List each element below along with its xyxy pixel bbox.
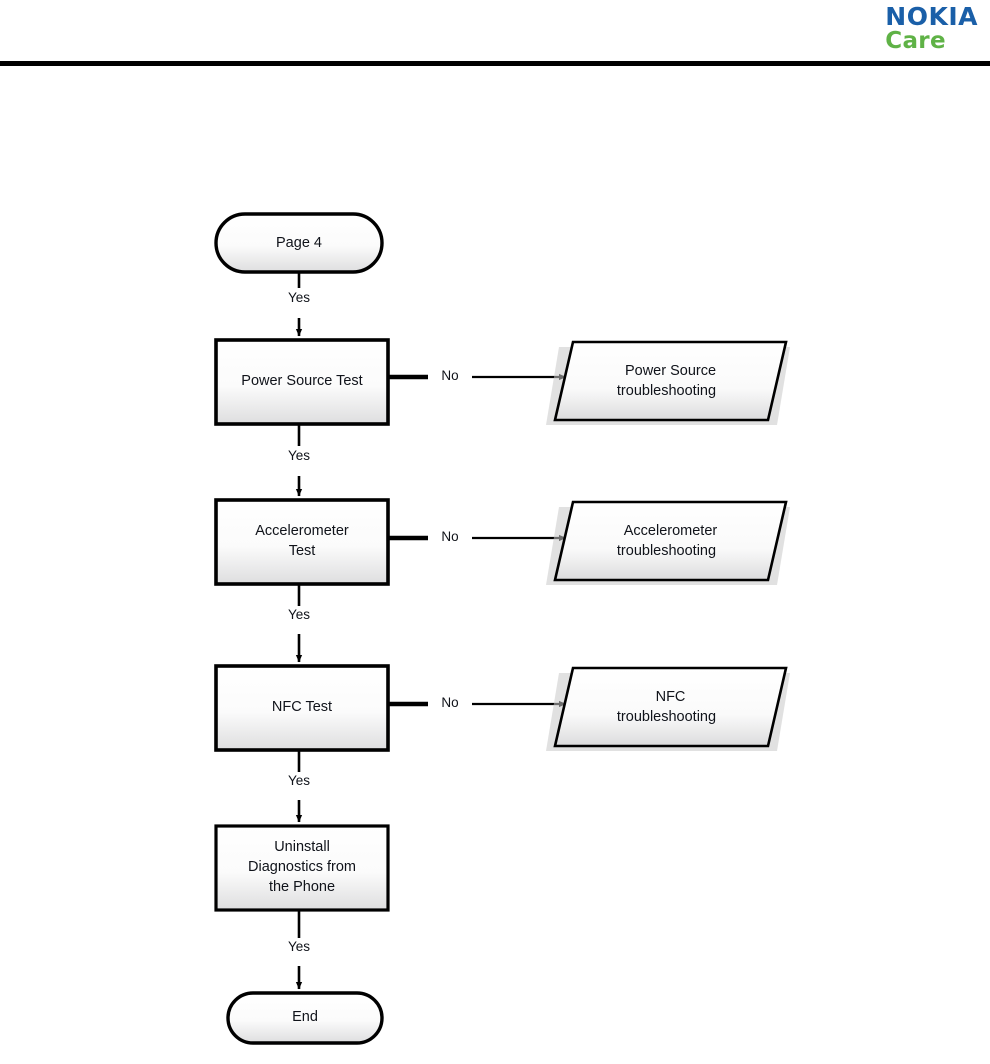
node-end[interactable] bbox=[228, 993, 382, 1043]
node-shape-power-source-test[interactable] bbox=[214, 338, 390, 426]
flowchart-canvas bbox=[214, 212, 790, 1045]
header-divider-rule bbox=[0, 61, 990, 66]
node-accelerometer-troubleshooting[interactable] bbox=[555, 502, 786, 580]
node-shape-page4[interactable] bbox=[214, 212, 384, 274]
node-shape-accelerometer-test[interactable] bbox=[214, 498, 390, 586]
node-shape-nfc-test[interactable] bbox=[214, 664, 390, 752]
node-nfc-test[interactable] bbox=[216, 666, 388, 750]
node-power-troubleshooting[interactable] bbox=[555, 342, 786, 420]
node-shape-nfc-troubleshooting[interactable] bbox=[553, 666, 788, 748]
connector-layer bbox=[295, 272, 567, 990]
node-power-source-test[interactable] bbox=[216, 340, 388, 424]
node-shape-uninstall-diagnostics[interactable] bbox=[214, 824, 390, 912]
logo-care-wordmark: Care bbox=[885, 28, 946, 54]
node-page4[interactable] bbox=[216, 214, 382, 272]
node-shape-accelerometer-troubleshooting[interactable] bbox=[553, 500, 788, 582]
nokia-care-logo: NOKIA Care bbox=[885, 4, 978, 53]
node-uninstall-diagnostics[interactable] bbox=[216, 826, 388, 910]
node-nfc-troubleshooting[interactable] bbox=[555, 668, 786, 746]
logo-nokia-wordmark: NOKIA bbox=[885, 2, 978, 31]
node-shape-power-troubleshooting[interactable] bbox=[553, 340, 788, 422]
node-accelerometer-test[interactable] bbox=[216, 500, 388, 584]
diagnostics-flowchart: Page 4 Power Source Test Power Source tr… bbox=[0, 66, 990, 1064]
node-shape-end[interactable] bbox=[226, 991, 384, 1045]
